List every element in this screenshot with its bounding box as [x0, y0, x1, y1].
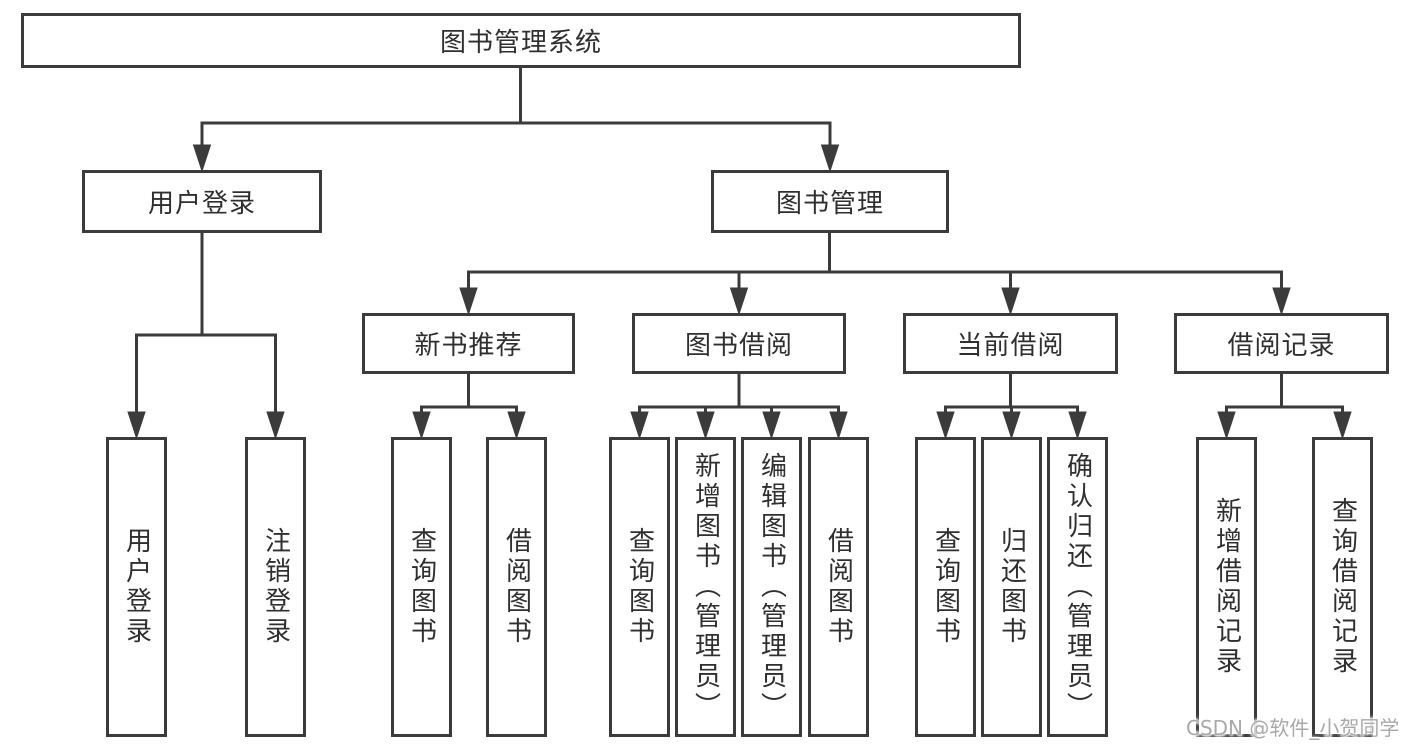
connector-book-borrow-to-leaves — [630, 372, 848, 440]
leaf-query-books-borrow: 查询图书 — [609, 437, 670, 737]
leaf-query-borrow-record: 查询借阅记录 — [1312, 437, 1373, 737]
leaf-query-books-current: 查询图书 — [915, 437, 976, 737]
leaf-query-books-recommend: 查询图书 — [391, 437, 452, 737]
connector-current-borrow-to-leaves — [936, 372, 1087, 440]
leaf-edit-books-admin: 编辑图书（管理员） — [741, 437, 802, 737]
node-book-borrow: 图书借阅 — [632, 313, 846, 374]
node-book-management: 图书管理 — [711, 170, 949, 233]
connector-root-to-level2 — [192, 66, 840, 173]
connector-book-management-to-level3 — [459, 230, 1291, 316]
connector-borrow-records-to-leaves — [1217, 372, 1352, 440]
csdn-watermark: CSDN @软件_小贺同学 — [1186, 716, 1400, 740]
node-library-management-system: 图书管理系统 — [21, 13, 1021, 68]
connector-user-login-to-leaves — [127, 230, 285, 440]
leaf-logout: 注销登录 — [245, 437, 306, 737]
connector-new-book-recommend-to-leaves — [412, 372, 526, 440]
leaf-add-borrow-record: 新增借阅记录 — [1196, 437, 1257, 737]
leaf-add-books-admin: 新增图书（管理员） — [675, 437, 736, 737]
leaf-return-books: 归还图书 — [981, 437, 1042, 737]
leaf-borrow-books: 借阅图书 — [808, 437, 869, 737]
leaf-borrow-books-recommend: 借阅图书 — [486, 437, 547, 737]
node-user-login: 用户登录 — [82, 170, 322, 233]
leaf-confirm-return-admin: 确认归还（管理员） — [1047, 437, 1108, 737]
node-borrow-records: 借阅记录 — [1174, 313, 1389, 374]
leaf-user-login: 用户登录 — [106, 437, 167, 737]
node-new-book-recommend: 新书推荐 — [362, 313, 575, 374]
node-current-borrow: 当前借阅 — [903, 313, 1118, 374]
